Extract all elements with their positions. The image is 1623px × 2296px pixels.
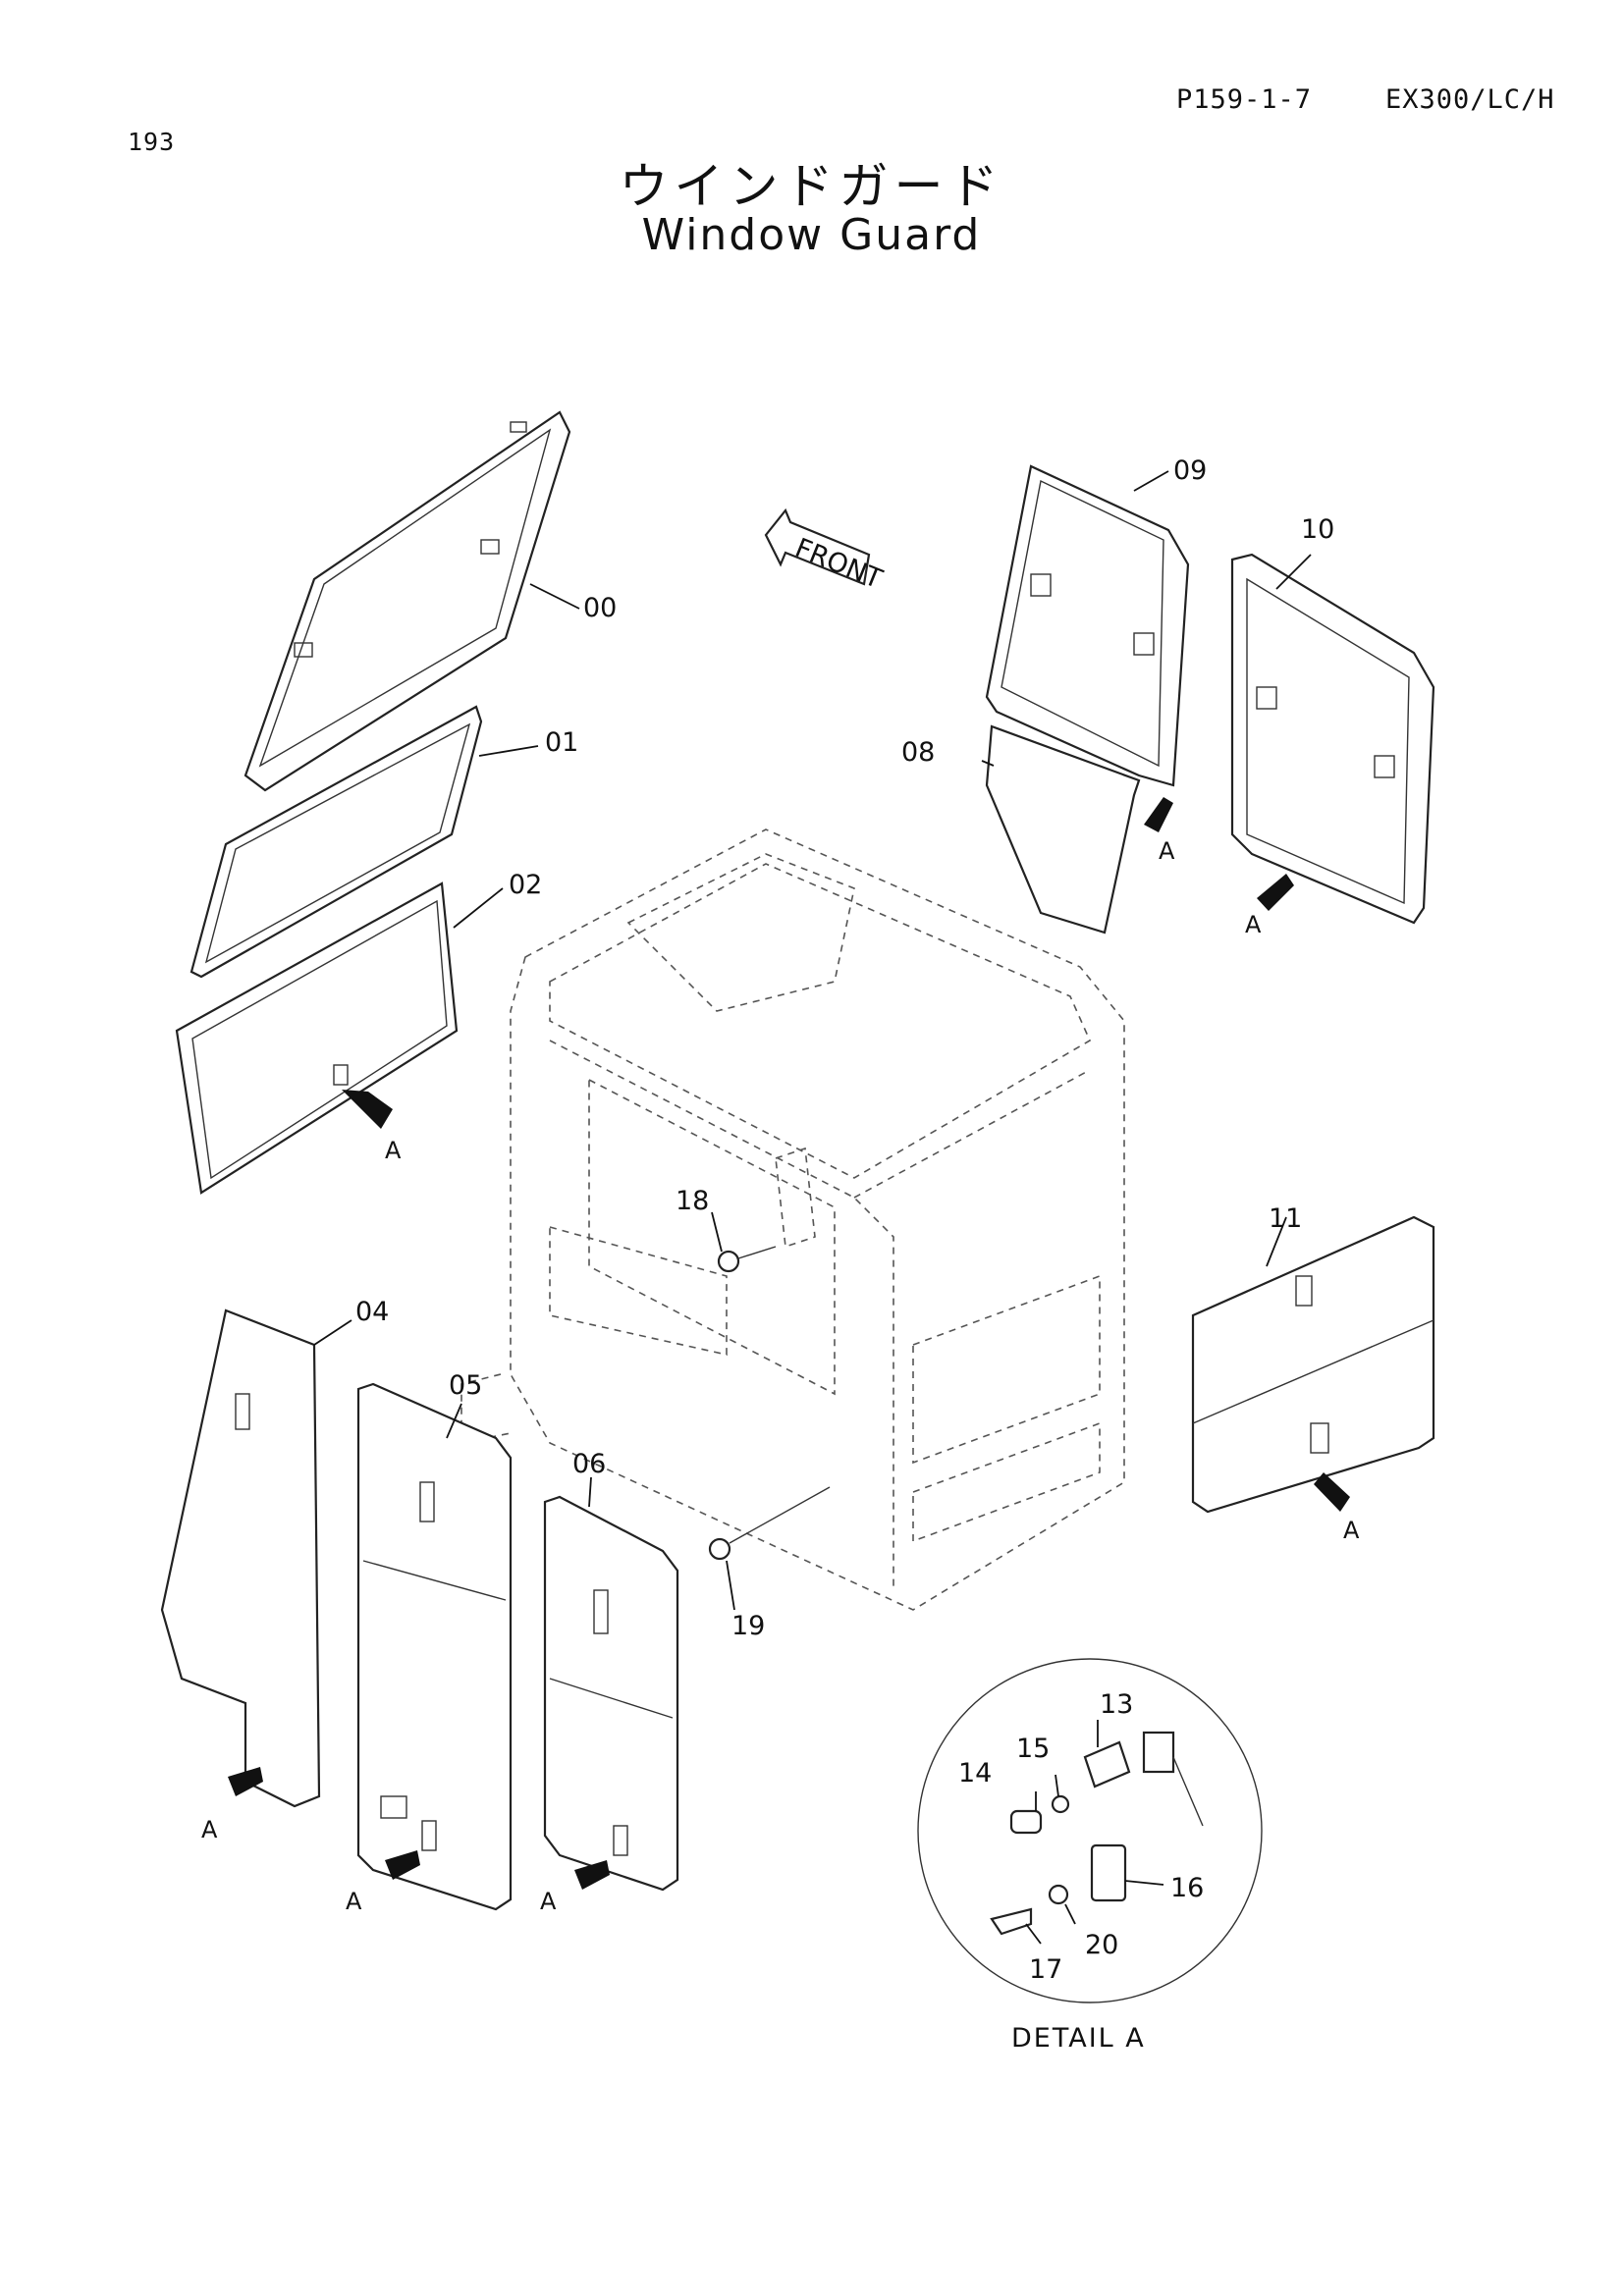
part-label-01: 01 — [545, 727, 578, 758]
part-label-19: 19 — [731, 1611, 765, 1641]
page-number: 193 — [128, 128, 176, 156]
detail-a-caption: DETAIL A — [1011, 2023, 1146, 2054]
arrow-a-label: A — [201, 1816, 218, 1843]
part-label-02: 02 — [509, 870, 542, 900]
leader-lines — [313, 470, 1312, 1945]
front-direction-arrow: FRONT — [764, 507, 887, 595]
part-label-13: 13 — [1100, 1689, 1133, 1720]
part-08-panel — [985, 724, 1141, 934]
arrow-a-label: A — [1343, 1517, 1360, 1544]
arrow-a-label: A — [346, 1888, 362, 1915]
cab-body-phantom — [460, 828, 1125, 1611]
arrow-a-02: A — [342, 1090, 402, 1164]
part-19-knob — [708, 1486, 831, 1561]
part-label-16: 16 — [1170, 1873, 1204, 1903]
arrow-a-10: A — [1245, 874, 1294, 938]
part-label-08: 08 — [901, 737, 935, 768]
part-label-17: 17 — [1029, 1954, 1062, 1985]
part-number-labels: 00 01 02 04 05 06 08 09 10 11 13 14 15 1… — [355, 455, 1334, 1985]
part-09-side-guard — [985, 464, 1190, 787]
part-label-11: 11 — [1269, 1203, 1302, 1234]
part-06-door-guard — [543, 1495, 679, 1892]
part-10-side-guard — [1230, 553, 1435, 925]
part-04-door-guard — [160, 1308, 321, 1808]
part-18-knob — [717, 1246, 777, 1273]
arrow-a-label: A — [540, 1888, 557, 1915]
arrow-a-09: A — [1144, 797, 1175, 865]
part-label-10: 10 — [1301, 514, 1334, 545]
arrow-a-11: A — [1314, 1472, 1360, 1544]
part-label-06: 06 — [572, 1449, 606, 1479]
part-05-door-guard — [356, 1382, 513, 1911]
model-code: EX300/LC/H — [1385, 84, 1555, 115]
part-01-guard — [189, 705, 483, 979]
arrow-a-05: A — [346, 1850, 420, 1915]
part-label-18: 18 — [676, 1186, 709, 1216]
part-02-guard — [175, 881, 459, 1195]
reference-code: P159-1-7 — [1176, 84, 1313, 115]
detail-a-view: DETAIL A — [917, 1658, 1263, 2054]
detail-a-arrows: A A A A A A A — [201, 797, 1360, 1915]
title-english: Window Guard — [641, 210, 982, 260]
arrow-a-label: A — [385, 1137, 402, 1164]
arrow-a-06: A — [540, 1860, 610, 1915]
title-japanese: ウインドガード — [619, 158, 1004, 215]
part-11-rear-guard — [1191, 1215, 1435, 1514]
arrow-a-label: A — [1159, 837, 1175, 865]
part-label-20: 20 — [1085, 1930, 1118, 1960]
part-label-00: 00 — [583, 593, 617, 623]
part-label-14: 14 — [958, 1758, 992, 1789]
part-label-15: 15 — [1016, 1734, 1050, 1764]
part-label-05: 05 — [449, 1370, 482, 1401]
part-00-top-guard — [243, 410, 571, 792]
arrow-a-label: A — [1245, 911, 1262, 938]
part-label-04: 04 — [355, 1297, 389, 1327]
arrow-a-04: A — [201, 1767, 263, 1843]
part-label-09: 09 — [1173, 455, 1207, 486]
